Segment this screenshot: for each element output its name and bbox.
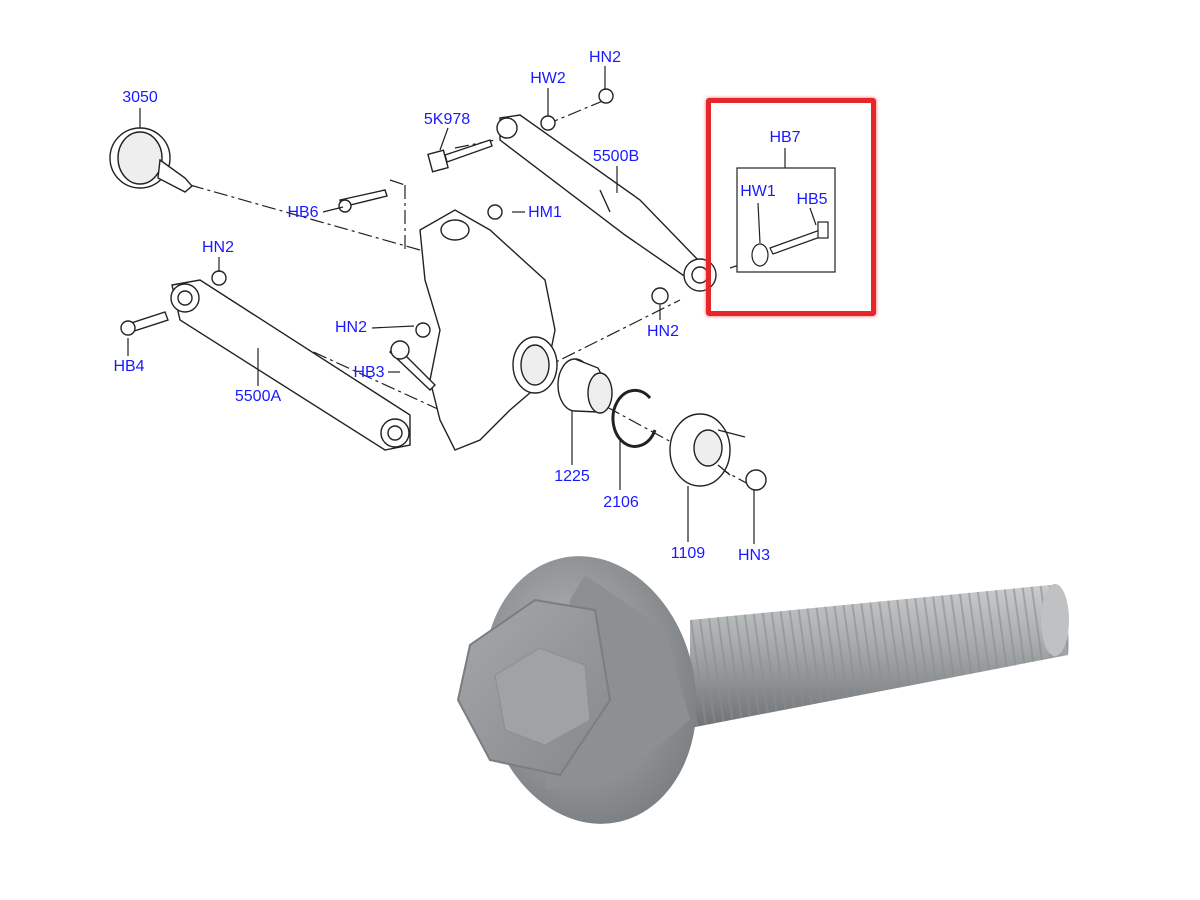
bolt-photo (456, 556, 1069, 824)
label-1109[interactable]: 1109 (670, 545, 706, 562)
label-5500a[interactable]: 5500A (234, 388, 282, 405)
label-3050[interactable]: 3050 (122, 89, 158, 106)
label-hb4[interactable]: HB4 (113, 358, 145, 375)
label-hb6[interactable]: HB6 (287, 204, 319, 221)
label-5500b[interactable]: 5500B (592, 148, 640, 165)
label-hn2-right[interactable]: HN2 (646, 323, 680, 340)
label-hb5[interactable]: HB5 (796, 191, 828, 208)
label-hw1[interactable]: HW1 (740, 183, 776, 200)
knuckle (338, 189, 558, 451)
label-hn2-top[interactable]: HN2 (588, 49, 622, 66)
label-hn2-left[interactable]: HN2 (201, 239, 235, 256)
hub-parts (211, 88, 767, 491)
driveshaft-3050 (109, 127, 193, 193)
label-hn3[interactable]: HN3 (737, 547, 771, 564)
hb7-inset (736, 148, 836, 273)
arm-5500a (120, 279, 411, 451)
label-1225[interactable]: 1225 (554, 468, 590, 485)
leader-lines (127, 66, 755, 544)
label-hb7[interactable]: HB7 (769, 129, 801, 146)
highlight-box-hb7 (706, 98, 876, 316)
label-5k978[interactable]: 5K978 (423, 111, 471, 128)
label-2106[interactable]: 2106 (603, 494, 639, 511)
label-hn2-mid[interactable]: HN2 (334, 319, 368, 336)
label-hm1[interactable]: HM1 (528, 204, 562, 221)
label-hw2[interactable]: HW2 (530, 70, 566, 87)
label-hb3[interactable]: HB3 (353, 364, 385, 381)
